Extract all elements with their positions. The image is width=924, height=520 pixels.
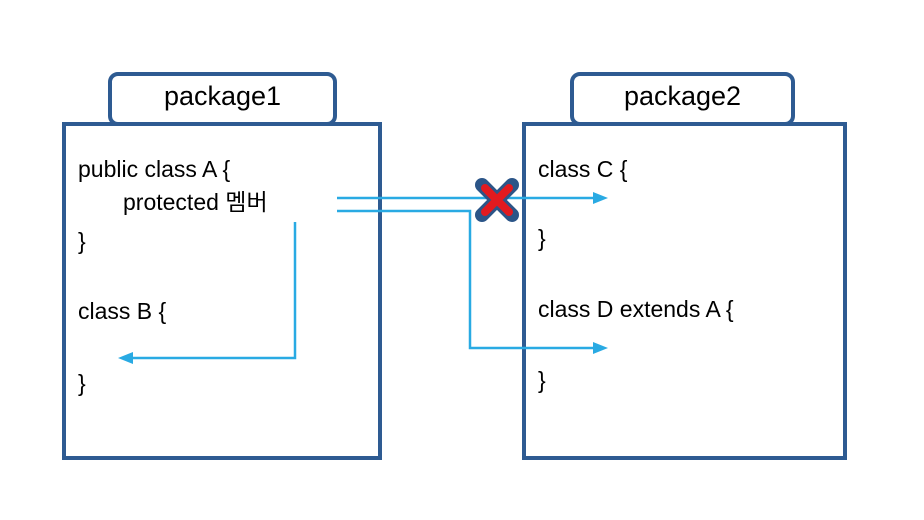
arrow-member-to-class-d (337, 209, 608, 354)
package2-label: package2 (623, 80, 742, 111)
package2-box (522, 122, 847, 460)
package1-label: package1 (163, 80, 282, 111)
package2-tab: package2 (570, 72, 795, 126)
arrow-member-to-class-b (118, 222, 297, 364)
code-class-d-close: } (538, 367, 546, 393)
code-class-a-open: public class A { (78, 156, 231, 182)
code-protected-member: protected 멤버 (123, 189, 268, 215)
code-class-a-close: } (78, 228, 86, 254)
blocked-x-icon (475, 178, 519, 222)
package1-box (62, 122, 382, 460)
code-class-b-close: } (78, 370, 86, 396)
package1-tab: package1 (108, 72, 337, 126)
code-class-b-open: class B { (78, 298, 167, 324)
arrow-member-to-class-c (337, 192, 608, 204)
code-class-c-close: } (538, 225, 546, 251)
code-class-d-open: class D extends A { (538, 296, 734, 322)
code-class-c-open: class C { (538, 156, 628, 182)
